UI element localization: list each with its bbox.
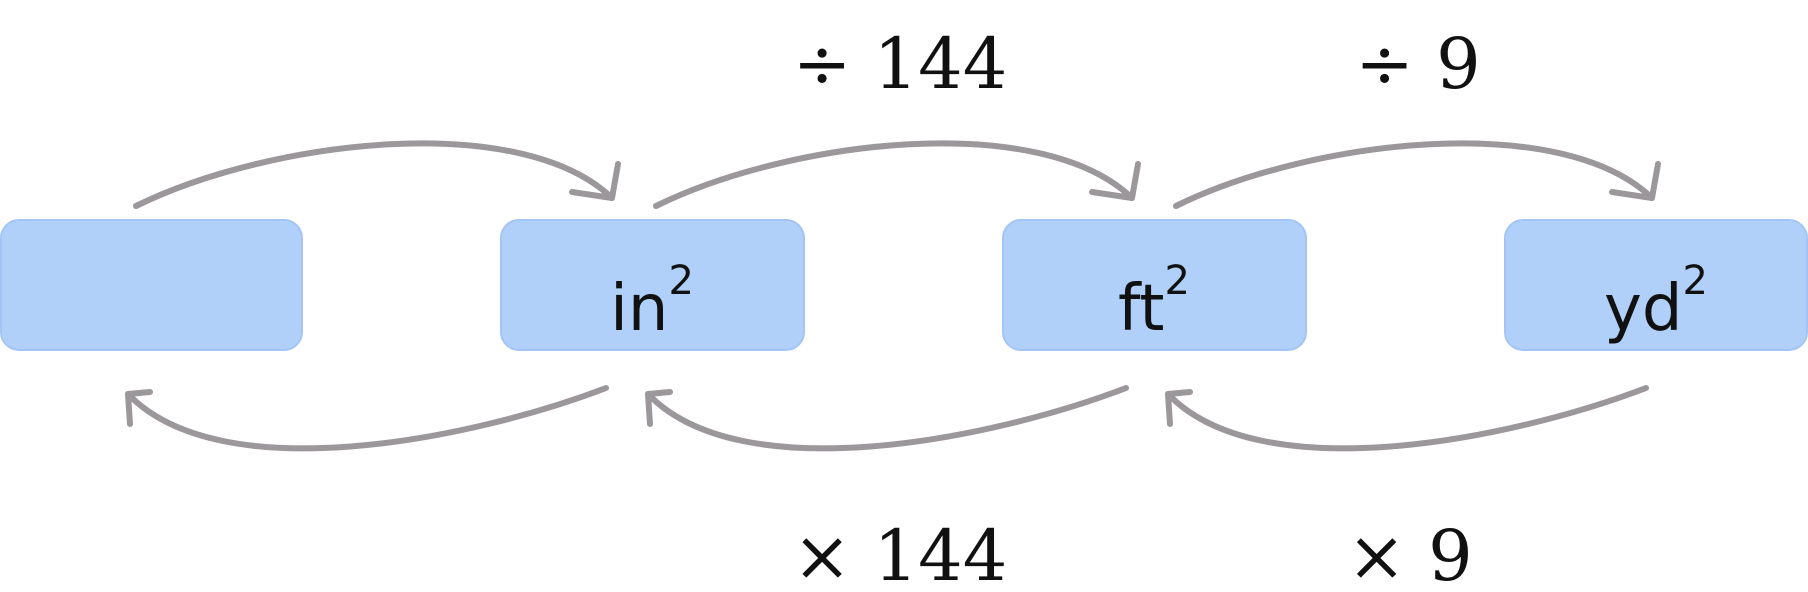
arrow-top-2 xyxy=(653,140,1141,209)
op-label-divide-144: ÷ 144 xyxy=(793,23,1008,105)
unit-label-ft2: ft2 xyxy=(1118,258,1190,346)
op-label-multiply-9: × 9 xyxy=(1347,515,1472,592)
unit-box-ft2: ft2 xyxy=(1002,219,1307,351)
unit-label-in2: in2 xyxy=(610,258,694,346)
arrow-bottom-2 xyxy=(645,385,1129,452)
op-label-divide-9: ÷ 9 xyxy=(1355,23,1480,105)
arrow-bottom-3 xyxy=(1165,385,1649,452)
arrow-top-3 xyxy=(1173,140,1661,209)
unit-label-yd2: yd2 xyxy=(1604,258,1708,346)
arrow-top-1 xyxy=(133,140,621,209)
op-label-multiply-144: × 144 xyxy=(793,515,1008,592)
unit-box-blank xyxy=(0,219,303,351)
arrow-bottom-1 xyxy=(125,385,609,452)
unit-box-yd2: yd2 xyxy=(1504,219,1808,351)
unit-box-in2: in2 xyxy=(500,219,805,351)
